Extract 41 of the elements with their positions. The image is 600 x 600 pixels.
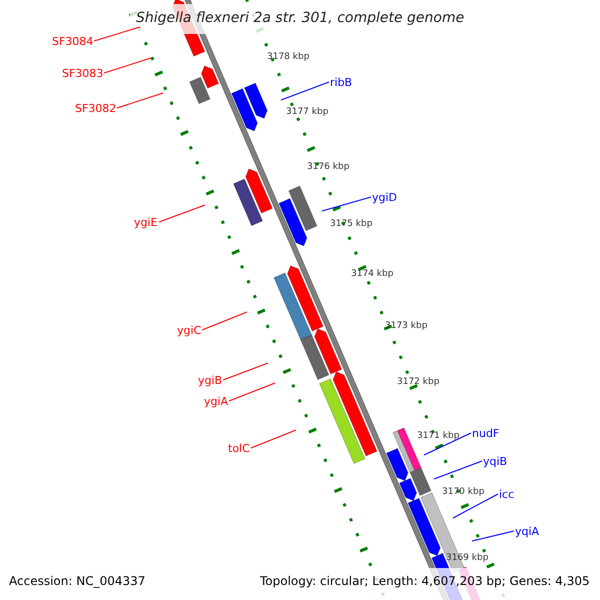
leader-line <box>104 58 152 74</box>
gene-label: ygiE <box>134 216 158 228</box>
leader-line <box>158 204 206 222</box>
gene-label: tolC <box>228 442 250 454</box>
gene-label: SF3084 <box>52 36 94 46</box>
accession-text: Accession: NC_004337 <box>9 575 146 587</box>
gene-label: ygiA <box>204 396 228 406</box>
scale-label: 3175 kbp <box>330 220 372 228</box>
gene-label: ygiC <box>177 324 202 336</box>
scale-label: 3174 kbp <box>351 270 394 278</box>
leader-line <box>434 460 482 480</box>
scale-label: 3176 kbp <box>307 162 350 172</box>
gene-label: ygiB <box>198 374 222 386</box>
scale-label: 3177 kbp <box>286 108 328 116</box>
leader-line <box>322 196 372 212</box>
leader-line <box>250 430 296 448</box>
gene-label: yqiB <box>483 456 508 466</box>
leader-line <box>116 92 164 108</box>
scale-label: 3169 kbp <box>446 554 488 562</box>
gene-label: nudF <box>472 428 500 438</box>
gene-label: ygiD <box>372 192 398 202</box>
leader-line <box>472 530 514 542</box>
gene-label: yqiA <box>515 526 540 536</box>
leader-line <box>452 494 498 518</box>
scale-label: 3171 kbp <box>417 432 460 440</box>
gene-label: icc <box>499 488 514 500</box>
leader-line <box>228 382 276 402</box>
leader-line <box>424 432 472 456</box>
leader-line <box>94 26 140 42</box>
gene-label: ribB <box>330 76 352 88</box>
gene-label: SF3082 <box>75 102 116 114</box>
leader-line <box>202 312 248 330</box>
scale-label: 3173 kbp <box>385 322 428 330</box>
scale-label: 3172 kbp <box>397 378 440 386</box>
leader-line <box>280 82 330 100</box>
scale-label: 3170 kbp <box>442 488 484 496</box>
scale-label: 3178 kbp <box>267 52 310 62</box>
gene-label: SF3083 <box>62 68 104 78</box>
title: Shigella flexneri 2a str. 301, complete genome <box>136 11 464 25</box>
leader-line <box>222 362 268 380</box>
genome-info-text: Topology: circular; Length: 4,607,203 bp; Genes: 4,305 <box>260 575 590 587</box>
